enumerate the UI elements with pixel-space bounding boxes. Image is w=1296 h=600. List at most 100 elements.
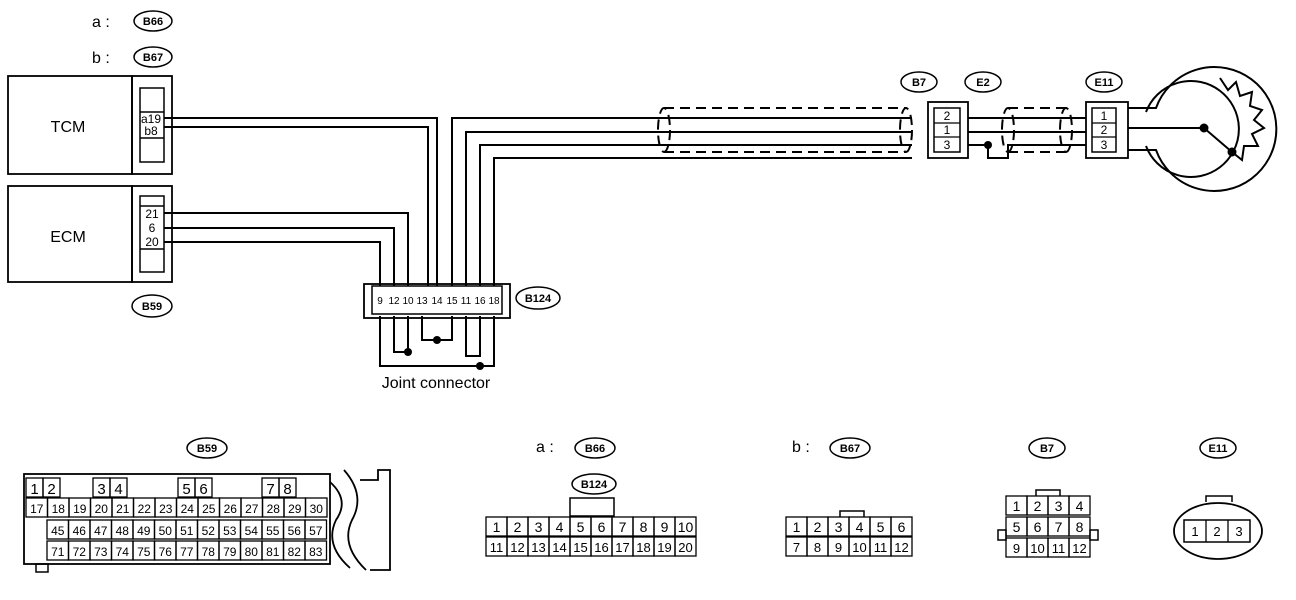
b59-face-pin-29: 29: [288, 502, 302, 516]
bottom-b59-badge: B59: [197, 443, 217, 455]
b66-face-pin-15: 15: [573, 540, 587, 555]
b59-face-pin-48: 48: [116, 524, 130, 538]
b59-face-pin-46: 46: [73, 524, 87, 538]
b67-face-pin-8: 8: [814, 540, 821, 555]
e2-badge: E2: [976, 77, 989, 89]
b7-connector: 2 1 3: [927, 101, 969, 159]
e11-pin-2: 2: [1101, 123, 1108, 137]
b59-face-pin-52: 52: [202, 524, 216, 538]
b59-face-pin-72: 72: [73, 545, 87, 559]
b59-face-pin-30: 30: [310, 502, 324, 516]
joint-connector: 9 12 10 13 14 15 11 16 18: [363, 283, 511, 319]
b67-face-pin-10: 10: [852, 540, 866, 555]
b66-face-pin-16: 16: [594, 540, 608, 555]
b59-face-pin-47: 47: [94, 524, 108, 538]
b7-face-pin-11: 11: [1052, 541, 1066, 556]
b7-face-pin-6: 6: [1034, 519, 1042, 535]
b59-face-pin-3: 3: [97, 481, 105, 498]
b7-face-pin-3: 3: [1055, 498, 1063, 514]
header-b-label: b :: [92, 50, 110, 67]
b59-face-pin-75: 75: [137, 545, 151, 559]
header-a-label: a :: [92, 14, 110, 31]
b66-face-pin-9: 9: [661, 519, 669, 535]
e11-face-pin-2: 2: [1213, 524, 1220, 539]
bottom-b66-prefix: a :: [536, 439, 554, 456]
sensor-gear-icon: [1128, 66, 1278, 192]
joint-pin-9: 9: [377, 296, 383, 307]
b66-face-pin-14: 14: [552, 540, 566, 555]
b59-face-pin-22: 22: [138, 502, 152, 516]
b66-face-pin-1: 1: [493, 519, 501, 535]
b7-face-pin-5: 5: [1013, 519, 1021, 535]
b7-badge: B7: [912, 77, 926, 89]
b66-face-pin-4: 4: [556, 519, 564, 535]
b7-face-pin-1: 1: [1013, 498, 1021, 514]
header-a-connector: B66: [143, 16, 163, 28]
b59-face-pin-83: 83: [309, 545, 323, 559]
b7-pin-1: 1: [944, 123, 951, 137]
b66-face-pin-6: 6: [598, 519, 606, 535]
e11-connector: 1 2 3: [1085, 101, 1129, 159]
joint-pin-15: 15: [446, 296, 458, 307]
b66-face-pin-17: 17: [615, 540, 629, 555]
joint-pin-16: 16: [474, 296, 486, 307]
b67-face-pin-7: 7: [793, 540, 800, 555]
bottom-b66-badge: B66: [585, 443, 605, 455]
b59-face-pin-19: 19: [73, 502, 87, 516]
joint-pin-12: 12: [388, 296, 400, 307]
b59-face-pin-82: 82: [288, 545, 302, 559]
b67-face-pin-4: 4: [856, 519, 864, 535]
b67-face-pin-3: 3: [835, 519, 843, 535]
b59-face-pin-81: 81: [266, 545, 280, 559]
ecm-module: ECM 21 6 20: [7, 185, 173, 283]
tcm-label: TCM: [51, 119, 86, 136]
b59-face-pin-54: 54: [245, 524, 259, 538]
e11-face-pin-3: 3: [1235, 524, 1242, 539]
b59-face-pin-56: 56: [288, 524, 302, 538]
bottom-b67-badge: B67: [840, 443, 860, 455]
b59-face-pin-18: 18: [52, 502, 66, 516]
b59-face-pin-55: 55: [266, 524, 280, 538]
b59-face-pin-50: 50: [159, 524, 173, 538]
b67-face-pin-1: 1: [793, 519, 801, 535]
wires: [164, 117, 1204, 367]
shield: [657, 107, 1073, 153]
joint-connector-label: Joint connector: [382, 375, 491, 392]
tcm-pin-b8: b8: [144, 124, 158, 138]
b59-face-pin-26: 26: [224, 502, 238, 516]
b59-face-pin-45: 45: [51, 524, 65, 538]
b59-face-pin-76: 76: [159, 545, 173, 559]
b59-face-pin-71: 71: [51, 545, 65, 559]
e11-badge: E11: [1095, 77, 1114, 89]
b66-face-pin-2: 2: [514, 519, 522, 535]
b7-face-pin-10: 10: [1030, 541, 1044, 556]
b66-face-pin-3: 3: [535, 519, 543, 535]
joint-pin-18: 18: [488, 296, 500, 307]
ecm-pin-21: 21: [145, 207, 159, 221]
joint-pin-14: 14: [431, 296, 443, 307]
b59-face-pin-49: 49: [137, 524, 151, 538]
header-b-connector: B67: [143, 52, 163, 64]
b59-face-pin-28: 28: [267, 502, 281, 516]
b7-pin-2: 2: [944, 109, 951, 123]
b59-face-pin-78: 78: [202, 545, 216, 559]
joint-pin-11: 11: [461, 296, 472, 307]
ecm-pin-6: 6: [149, 221, 156, 235]
b66-face-pin-12: 12: [510, 540, 524, 555]
b59-face-pin-23: 23: [159, 502, 173, 516]
e11-face-pin-1: 1: [1191, 524, 1198, 539]
b59-face-pin-74: 74: [116, 545, 130, 559]
b7-face-pin-4: 4: [1076, 498, 1084, 514]
b59-face-pin-51: 51: [180, 524, 194, 538]
joint-connector-badge: B124: [525, 293, 552, 305]
b67-face-pin-9: 9: [835, 540, 842, 555]
b59-face-pin-57: 57: [309, 524, 323, 538]
b59-face-pin-79: 79: [223, 545, 237, 559]
b7-pin-3: 3: [944, 138, 951, 152]
bottom-b67-prefix: b :: [792, 439, 810, 456]
ecm-pin-20: 20: [145, 235, 159, 249]
